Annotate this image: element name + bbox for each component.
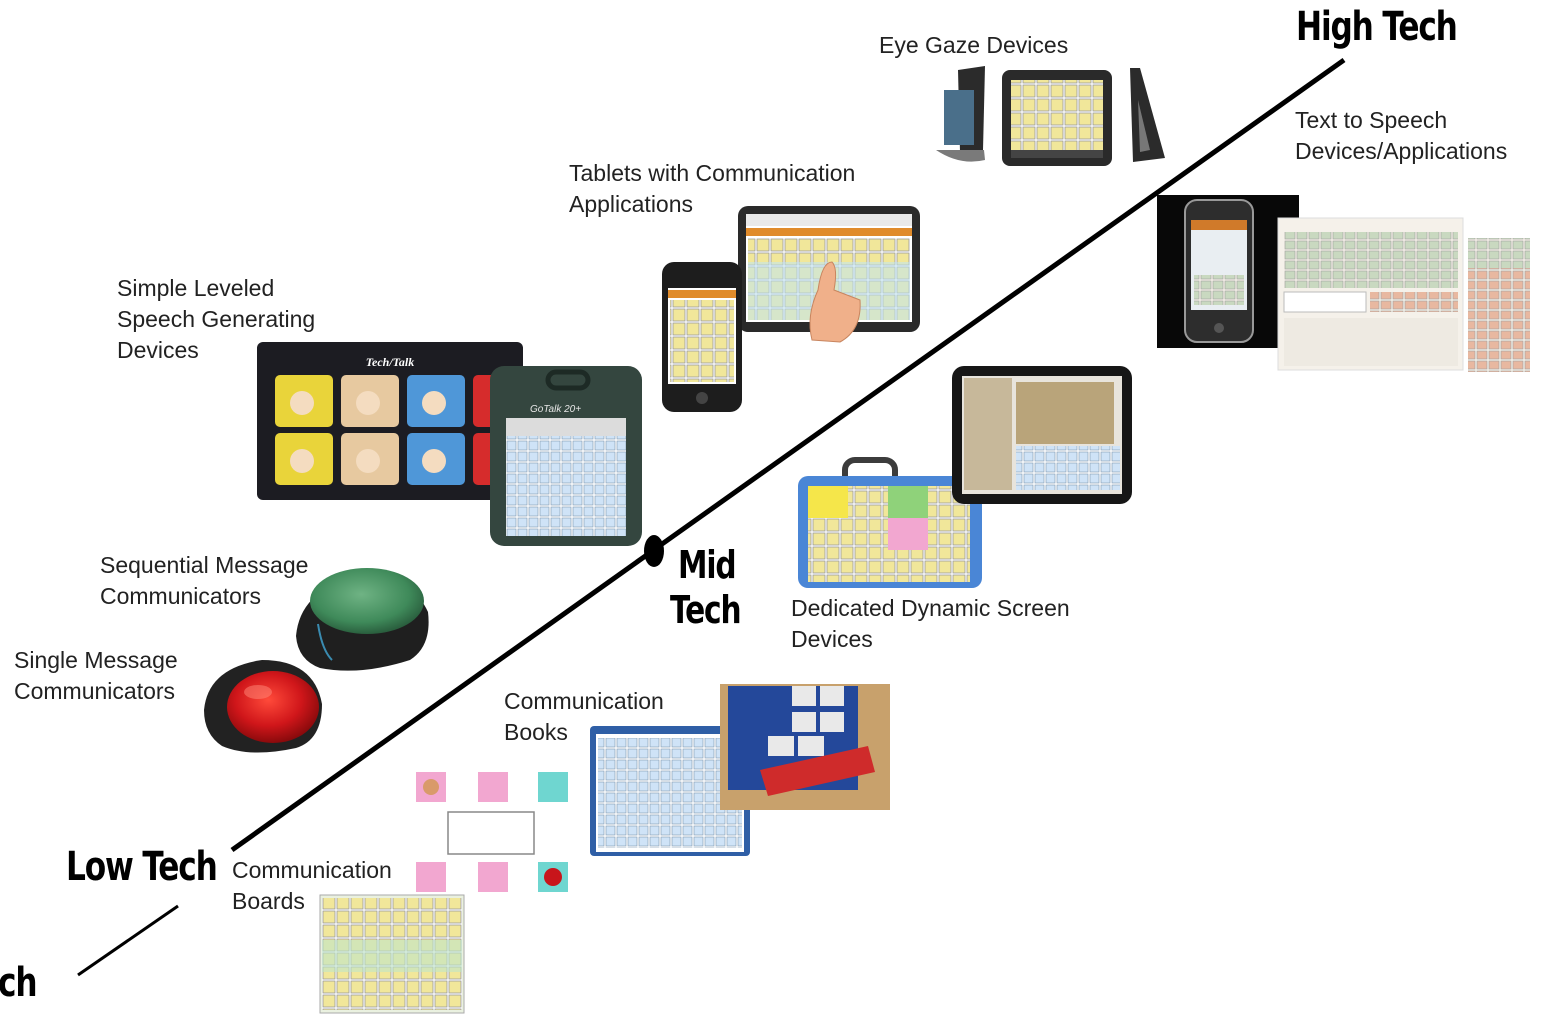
leveled-speech-device-image: Tech/Talk GoTalk 20+ [257,342,642,546]
dynamic-label-line2: Devices [791,626,873,652]
tts-label-line1: Text to Speech [1295,107,1448,133]
boards-label-line2: Boards [232,888,305,914]
no-tech-label-partial: ch [0,960,38,1006]
leveled-label-line2: Speech Generating [117,306,316,332]
high-tech-label: High Tech [1296,4,1458,50]
continuum-line-lower [77,904,179,977]
text-to-speech-devices-image [1157,195,1530,372]
single-label-line1: Single Message [14,647,178,673]
eye-gaze-devices-image [936,66,1165,166]
leveled-label-line3: Devices [117,337,199,363]
mid-tech-label-line1: Mid [678,543,737,587]
communication-books-image [590,684,890,856]
leveled-label-line1: Simple Leveled [117,275,275,301]
tablets-label-line2: Applications [569,191,694,217]
dynamic-label-line1: Dedicated Dynamic Screen [791,595,1070,621]
communication-boards-image [319,772,568,1014]
continuum-line-upper [653,57,1346,552]
techtalk-logo: Tech/Talk [366,355,414,369]
dynamic-screen-devices-image [798,366,1132,588]
books-label-line2: Books [504,719,568,745]
single-message-communicator-image [204,660,322,753]
mid-tech-marker [644,535,664,567]
tts-label-line2: Devices/Applications [1295,138,1508,164]
sequential-label-line1: Sequential Message [100,552,309,578]
tablet-communication-app-image [662,206,920,412]
sequential-label-line2: Communicators [100,583,262,609]
low-tech-label: Low Tech [66,844,218,890]
eye-gaze-label: Eye Gaze Devices [879,32,1069,58]
sequential-message-communicator-image [296,568,429,671]
continuum-line [230,549,653,853]
single-label-line2: Communicators [14,678,176,704]
boards-label-line1: Communication [232,857,392,883]
mid-tech-label-line2: Tech [670,588,742,632]
books-label-line1: Communication [504,688,664,714]
gotalk-logo: GoTalk 20+ [530,404,581,415]
tablets-label-line1: Tablets with Communication [569,160,856,186]
